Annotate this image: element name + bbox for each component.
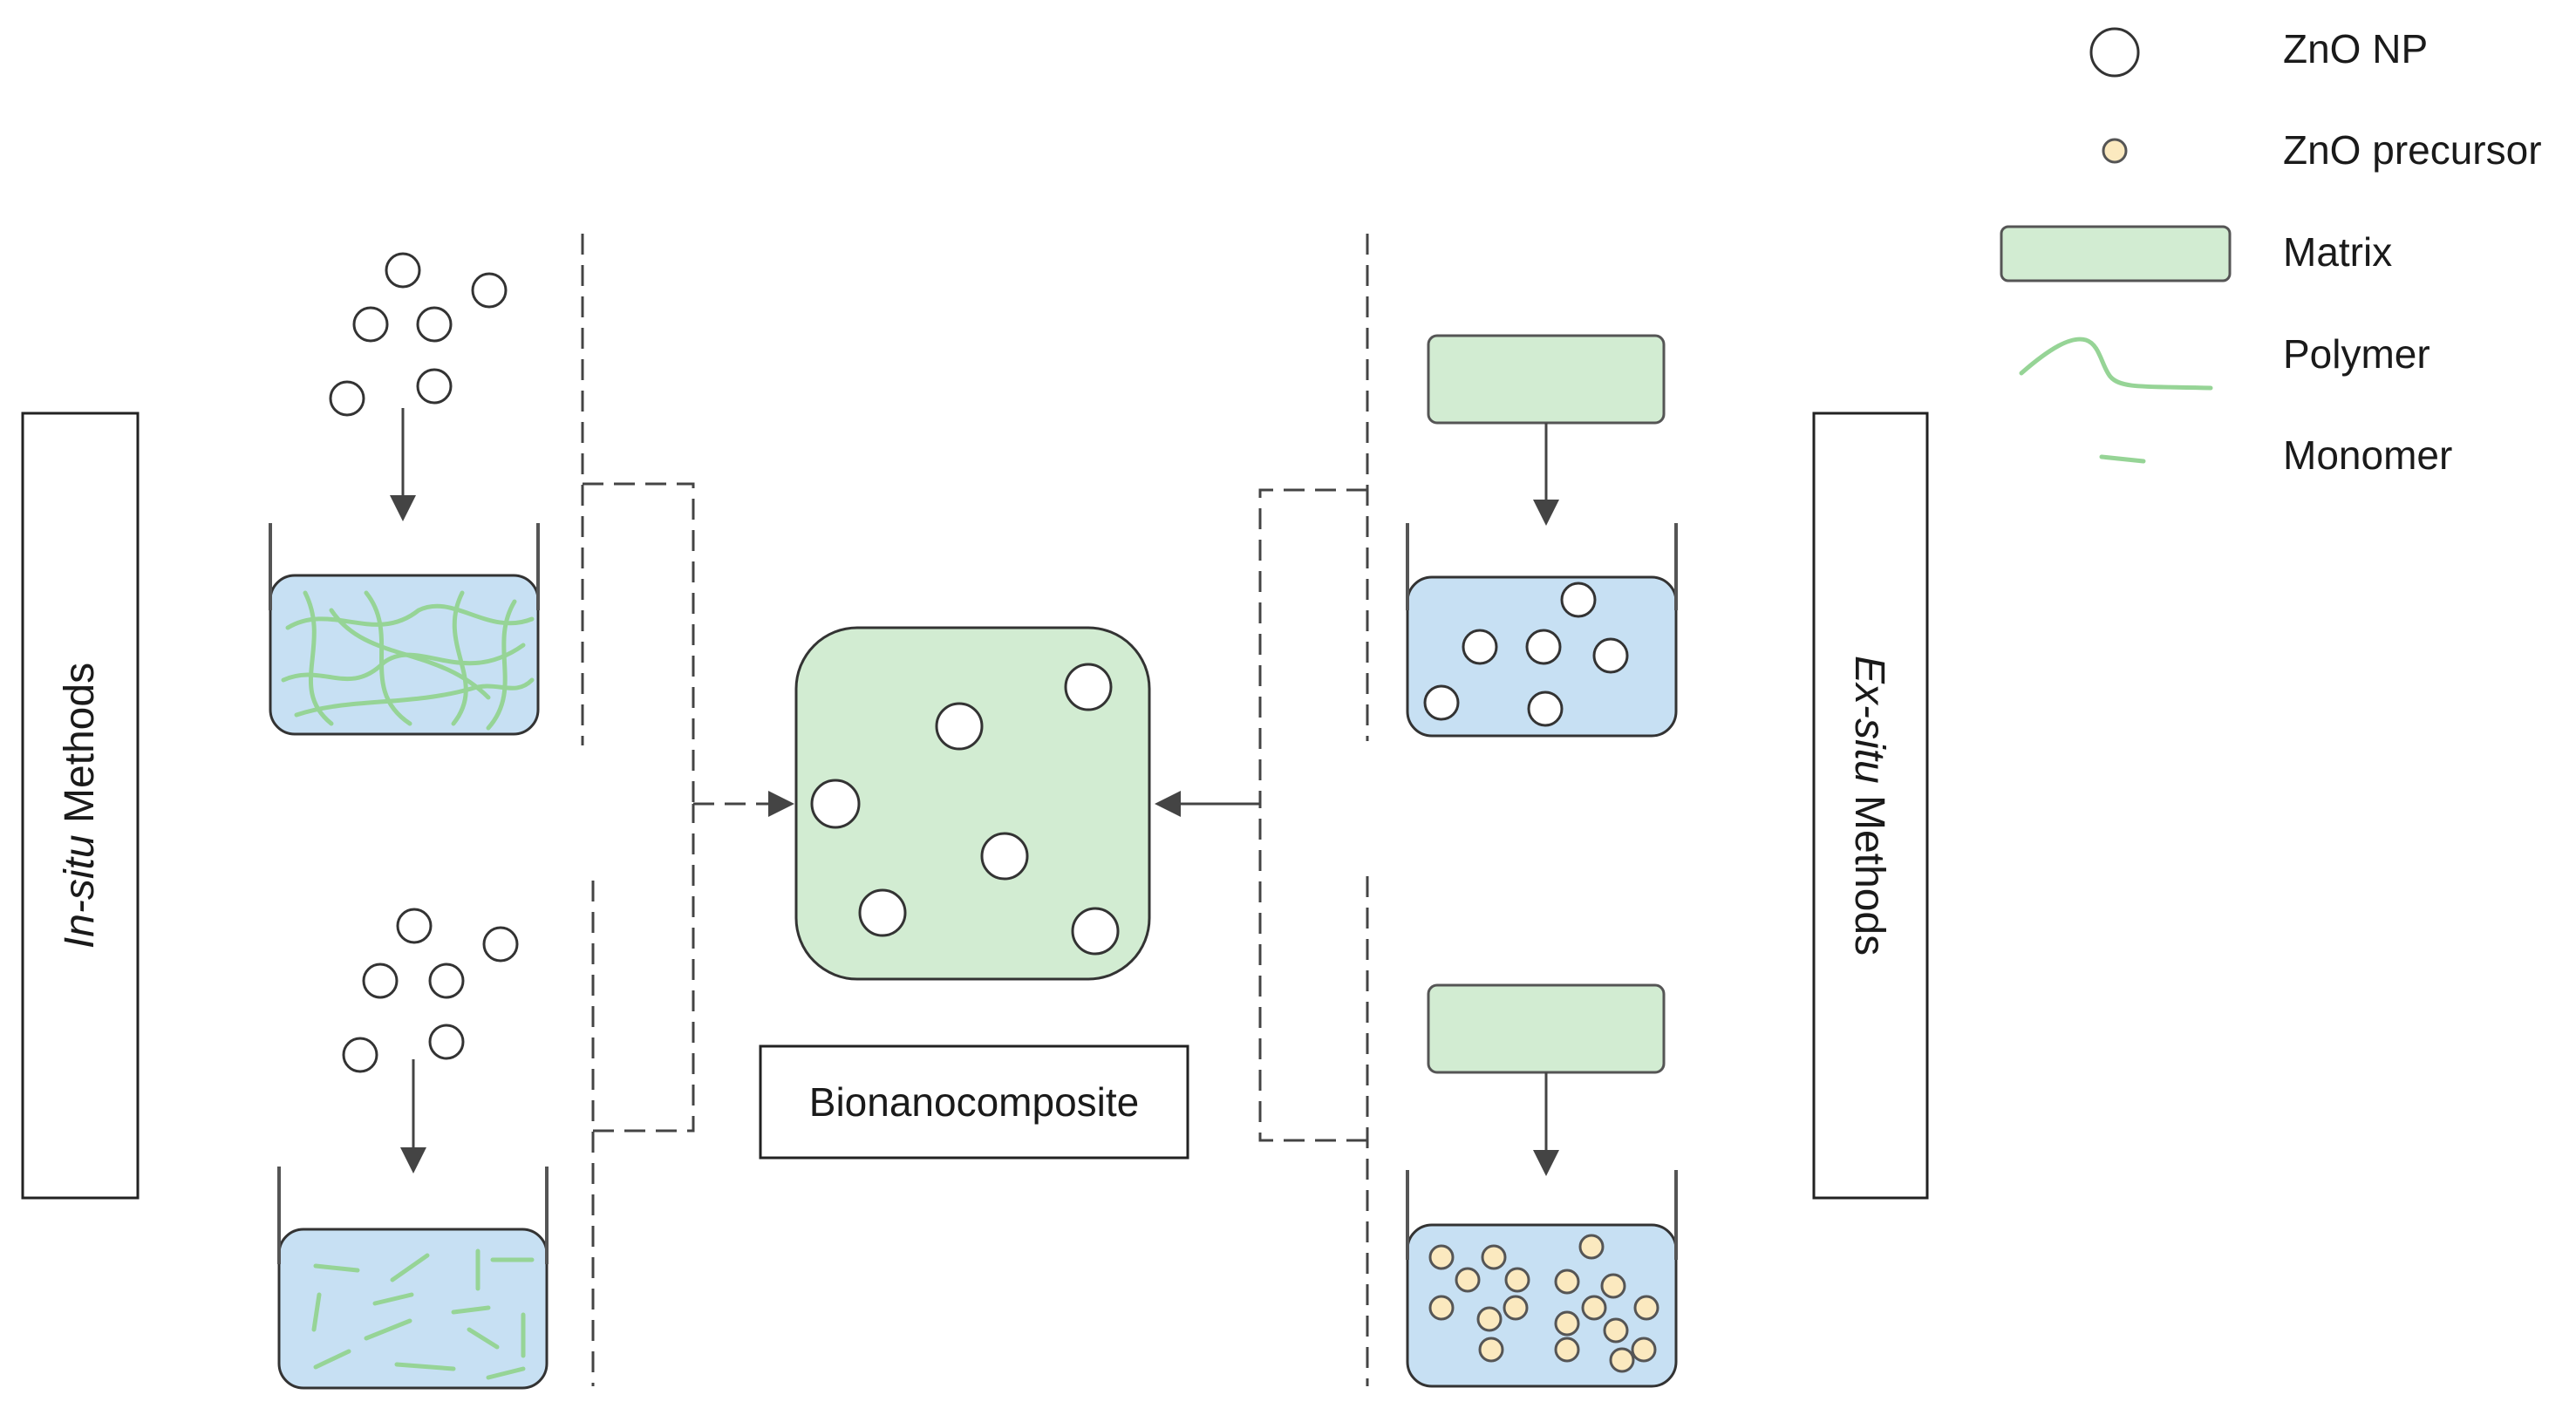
zno-precursor: [1503, 1295, 1529, 1321]
zno-np: [428, 1024, 465, 1060]
zno-precursor: [1609, 1347, 1635, 1373]
zno-precursor: [1478, 1337, 1504, 1363]
zno-np: [428, 963, 465, 999]
zno-precursor: [1428, 1295, 1455, 1321]
left-connectors: [581, 234, 767, 1386]
ex-situ-np-step: [1406, 334, 1678, 738]
bionanocomposite-block: Bionanocomposite: [759, 626, 1189, 1160]
zno-precursor: [1633, 1295, 1659, 1321]
legend-matrix-label: Matrix: [2283, 229, 2392, 275]
legend-polymer-label: Polymer: [2283, 331, 2430, 377]
beaker: [269, 523, 540, 736]
zno-np: [352, 306, 389, 343]
ex-situ-precursor-step: [1406, 983, 1678, 1388]
zno-np: [980, 832, 1029, 881]
in-situ-monomer-step: [277, 908, 549, 1390]
beaker: [1406, 1170, 1678, 1388]
bionanocomposite-label: Bionanocomposite: [809, 1079, 1139, 1125]
zno-np-group: [329, 252, 508, 417]
zno-precursor: [1554, 1269, 1580, 1295]
zno-np: [1423, 684, 1460, 721]
zno-np: [1525, 629, 1562, 665]
zno-precursor: [1603, 1317, 1629, 1344]
zno-np: [329, 380, 365, 417]
legend-monomer-label: Monomer: [2283, 432, 2452, 478]
zno-np: [1071, 907, 1120, 956]
zno-precursor: [1554, 1337, 1580, 1363]
legend-polymer-icon: [2019, 337, 2213, 391]
zno-np: [362, 963, 399, 999]
zno-np-group: [342, 908, 519, 1073]
zno-np: [935, 702, 984, 751]
legend-zno-np-label: ZnO NP: [2283, 26, 2428, 71]
beaker: [277, 1167, 549, 1390]
in-situ-methods-label: In-situ Methods: [57, 663, 103, 949]
zno-np: [1064, 663, 1113, 711]
zno-precursor: [1481, 1244, 1507, 1270]
zno-np: [416, 306, 453, 343]
zno-np: [1592, 637, 1629, 674]
zno-precursor: [1554, 1310, 1580, 1337]
zno-np: [1560, 582, 1597, 618]
zno-np-group: [810, 663, 1120, 956]
matrix-block: [1427, 983, 1666, 1074]
zno-np: [385, 252, 421, 289]
zno-np: [1462, 629, 1498, 665]
zno-precursor: [1631, 1337, 1657, 1363]
zno-precursor: [1581, 1295, 1607, 1321]
in-situ-methods-box: In-situ Methods: [21, 412, 140, 1200]
ex-situ-methods-box: Ex-situ Methods: [1812, 412, 1929, 1200]
zno-np: [482, 926, 519, 963]
zno-precursor: [1600, 1273, 1626, 1299]
polymer-chains: [281, 590, 535, 731]
matrix-block: [1427, 334, 1666, 425]
zno-precursor-group: [1428, 1234, 1659, 1373]
legend-monomer-icon: [2099, 454, 2146, 464]
legend-zno-precursor-label: ZnO precursor: [2283, 127, 2542, 173]
zno-np: [858, 888, 907, 937]
zno-np: [416, 368, 453, 405]
in-situ-polymer-step: [269, 252, 540, 736]
zno-precursor: [1504, 1267, 1530, 1293]
zno-precursor: [1578, 1234, 1605, 1260]
zno-np: [471, 272, 508, 309]
ex-situ-methods-label: Ex-situ Methods: [1846, 656, 1892, 956]
zno-precursor: [1455, 1267, 1481, 1293]
legend: ZnO NP ZnO precursor Matrix Polymer Mono…: [2000, 26, 2542, 478]
right-connectors: [1258, 234, 1369, 1386]
legend-matrix-icon: [2000, 225, 2232, 282]
legend-zno-np-icon: [2089, 27, 2140, 78]
zno-np: [1527, 690, 1564, 727]
zno-np: [810, 779, 861, 829]
legend-zno-precursor-icon: [2102, 138, 2128, 164]
zno-np-group: [1423, 582, 1629, 727]
zno-np: [342, 1037, 378, 1073]
zno-np: [396, 908, 433, 944]
monomer-group: [311, 1248, 535, 1380]
zno-precursor: [1476, 1306, 1503, 1332]
zno-precursor: [1428, 1244, 1455, 1270]
